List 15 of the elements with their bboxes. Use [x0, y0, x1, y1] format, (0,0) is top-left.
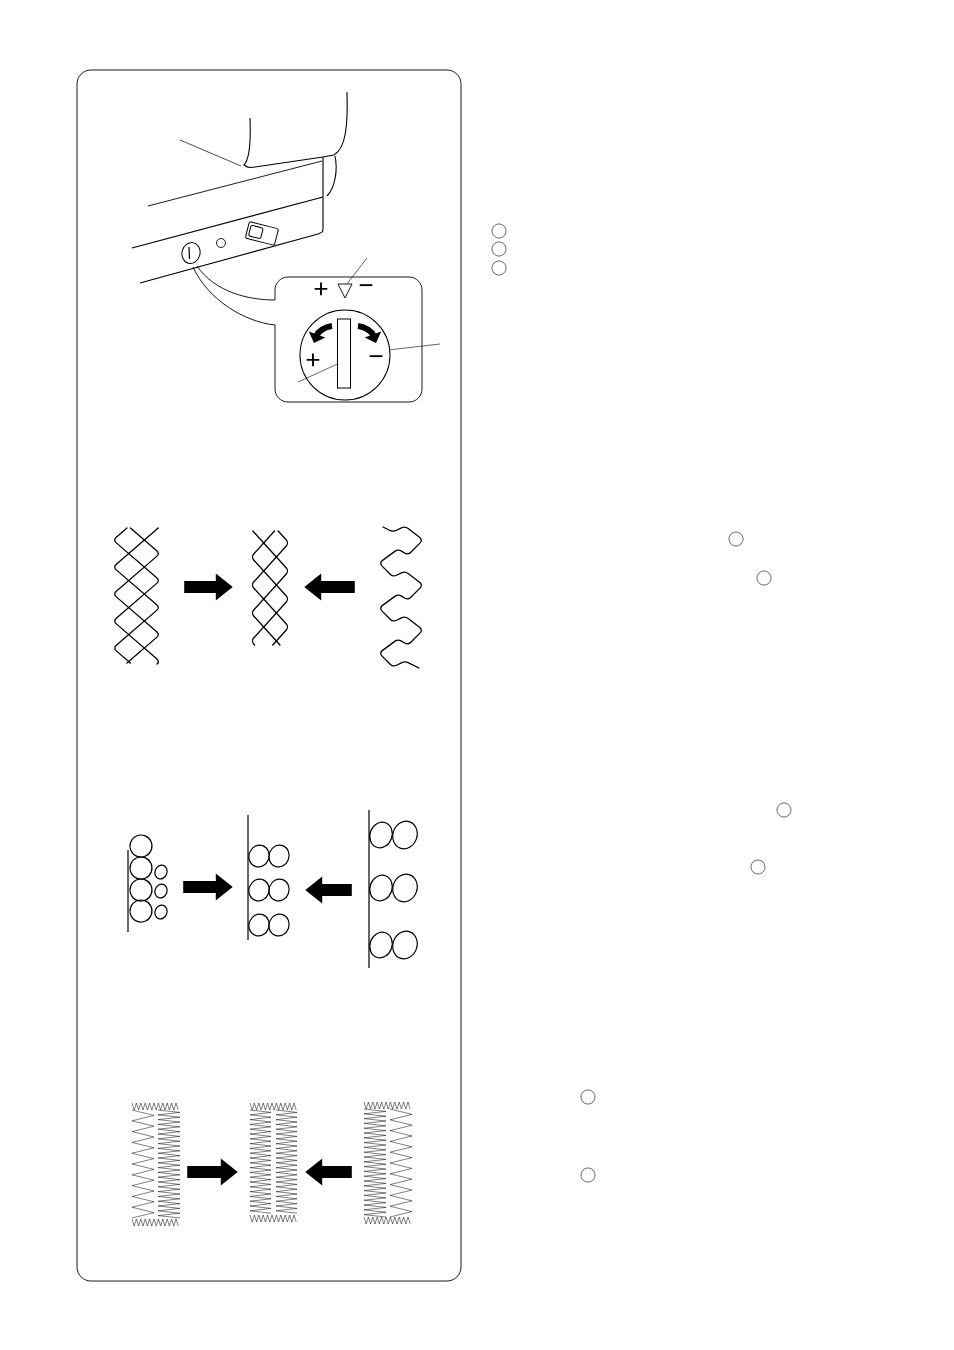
- stitch-pattern: [114, 527, 159, 665]
- leader-line: [389, 343, 441, 351]
- index-mark: [337, 283, 353, 299]
- leader-line: [297, 363, 338, 383]
- stitch-pattern: [127, 834, 168, 933]
- stitch-pattern: [251, 530, 289, 646]
- sign-label: −: [359, 284, 373, 287]
- stitch-pattern: [368, 809, 418, 969]
- sign-label: +: [306, 353, 320, 367]
- sign-label: −: [369, 355, 383, 358]
- sign-label: +: [314, 282, 328, 296]
- leader-line: [346, 257, 368, 285]
- dial: [299, 309, 391, 401]
- stitch-pattern: [380, 526, 422, 669]
- stitch-pattern: [247, 814, 290, 941]
